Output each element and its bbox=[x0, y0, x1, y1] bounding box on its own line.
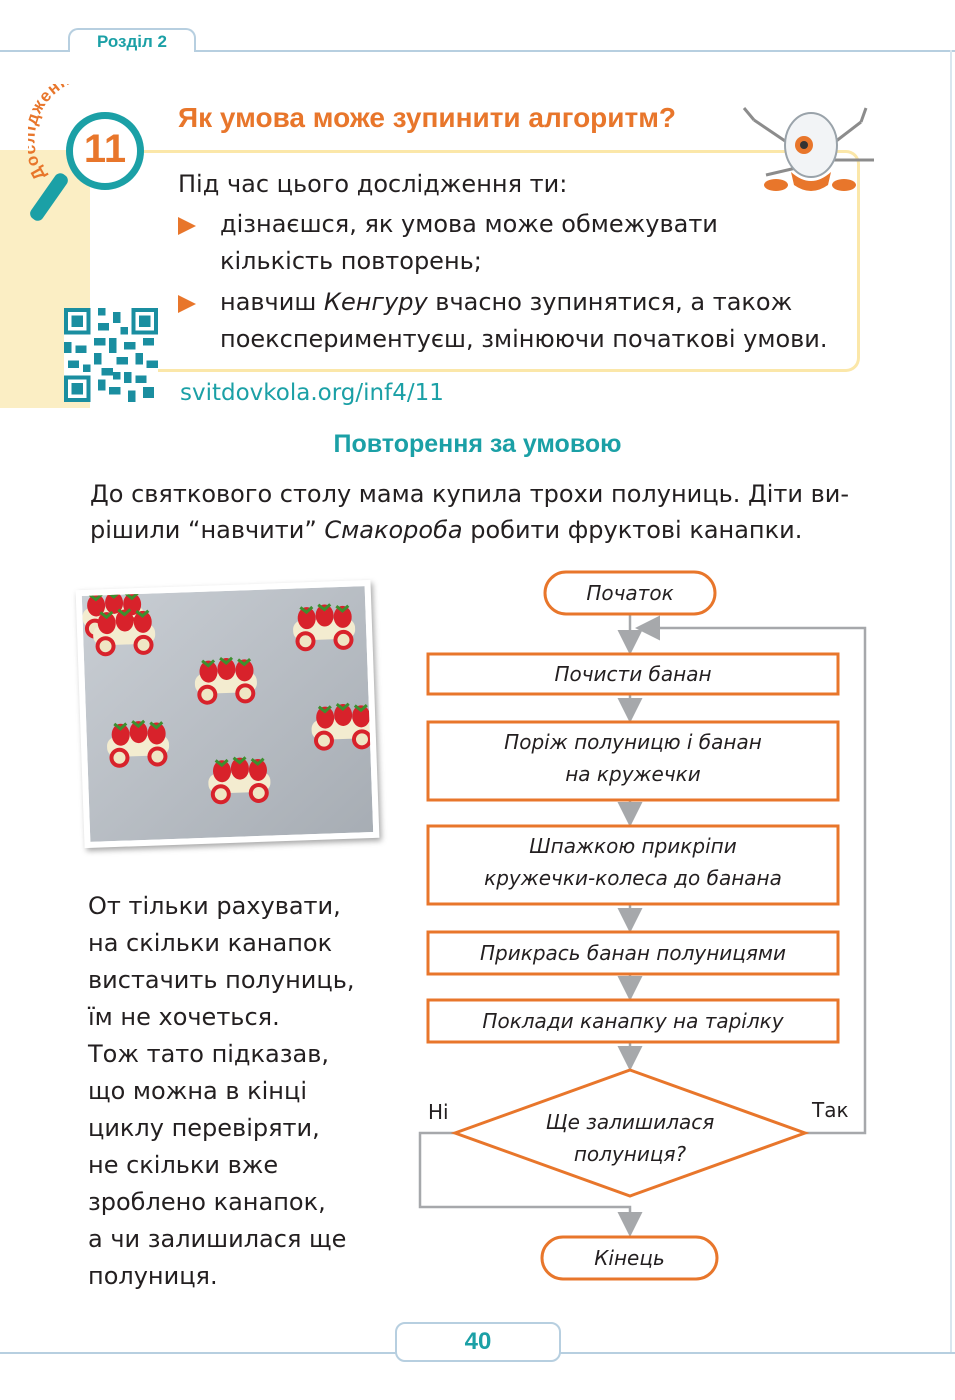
bullet-1-line-2: кількість повторень; bbox=[220, 247, 482, 275]
qr-code-icon[interactable] bbox=[64, 308, 158, 402]
bullet-2-line-2: поекспериментуєш, змінюючи початкові умо… bbox=[220, 325, 828, 353]
bullet-1-line-1: дізнаєшся, як умова може обмежувати bbox=[220, 210, 718, 238]
step-decorate bbox=[426, 930, 840, 976]
step-slice bbox=[426, 720, 840, 802]
header-rule bbox=[0, 50, 955, 52]
decision-line-2: полуниця? bbox=[573, 1142, 687, 1166]
flowchart-shapes bbox=[418, 570, 867, 1281]
bullet-2-line-1: навчиш Кенгуру вчасно зупинятися, а тако… bbox=[220, 288, 793, 316]
page-number-tab: 40 bbox=[395, 1322, 561, 1362]
decision-line-1: Ще залишилася bbox=[545, 1110, 715, 1134]
research-title: Як умова може зупинити алгоритм? bbox=[178, 102, 677, 133]
side-text-line: вистачить полуниць, bbox=[88, 966, 355, 994]
flowchart-no-label: Ні bbox=[428, 1100, 449, 1124]
flowchart-yes-label: Так bbox=[812, 1098, 849, 1122]
flowchart-start: Початок bbox=[586, 581, 674, 605]
section-subtitle: Повторення за умовою bbox=[333, 430, 622, 458]
side-text-line: полуниця. bbox=[88, 1262, 218, 1290]
side-text-line: зроблено канапок, bbox=[88, 1188, 326, 1216]
side-text-line: на скільки канапок bbox=[88, 929, 333, 957]
decision-node bbox=[450, 1068, 810, 1198]
flowchart-step-2: Поріж полуницю і банан на кружечки bbox=[428, 726, 838, 790]
right-rule bbox=[950, 50, 952, 1352]
side-text-line: не скільки вже bbox=[88, 1151, 279, 1179]
section-label: Розділ 2 bbox=[96, 32, 168, 51]
flowchart-step-5: Поклади канапку на тарілку bbox=[482, 1009, 784, 1033]
flowchart-decision: Ще залишилася полуниця? bbox=[480, 1106, 780, 1170]
section-tab: Розділ 2 bbox=[68, 28, 196, 52]
paragraph-line-2: рішили “навчити” Смакороба робити фрукто… bbox=[90, 516, 803, 544]
research-box bbox=[90, 150, 860, 372]
side-text-line: циклу перевіряти, bbox=[88, 1114, 320, 1142]
flowchart-end: Кінець bbox=[594, 1246, 665, 1270]
step-2-line-1: Поріж полуницю і банан bbox=[504, 730, 762, 754]
step-peel bbox=[426, 652, 840, 696]
canape-photo bbox=[75, 579, 380, 849]
side-text-line: що можна в кінці bbox=[88, 1077, 307, 1105]
side-text-line: От тільки рахувати, bbox=[88, 892, 341, 920]
paragraph-line-1: До святкового столу мама купила трохи по… bbox=[90, 480, 849, 508]
bullet-arrow-icon bbox=[178, 295, 196, 313]
research-arc-label: Дослідження bbox=[28, 84, 83, 184]
side-text: От тільки рахувати, на скільки канапок в… bbox=[88, 888, 354, 1295]
robot-name: Смакороба bbox=[324, 516, 463, 544]
side-text-line: а чи залишилася ще bbox=[88, 1225, 347, 1253]
step-attach bbox=[426, 824, 840, 906]
page-number: 40 bbox=[464, 1328, 492, 1355]
step-3-line-2: кружечки-колеса до банана bbox=[484, 866, 782, 890]
magnifier-icon: 11 bbox=[66, 112, 144, 190]
step-2-line-2: на кружечки bbox=[565, 762, 701, 786]
end-node bbox=[540, 1235, 719, 1281]
robot-illustration bbox=[742, 107, 874, 191]
flowchart: Початок Почисти банан Поріж полуницю і б… bbox=[400, 560, 900, 1300]
side-text-line: Тож тато підказав, bbox=[88, 1040, 329, 1068]
start-node bbox=[543, 570, 717, 616]
flowchart-step-3: Шпажкою прикріпи кружечки-колеса до бана… bbox=[428, 830, 838, 894]
flowchart-step-1: Почисти банан bbox=[554, 662, 712, 686]
research-intro: Під час цього дослідження ти: bbox=[178, 170, 568, 198]
bullet-arrow-icon bbox=[178, 217, 196, 235]
svg-text:Дослідження: Дослідження bbox=[28, 84, 83, 184]
side-text-line: їм не хочеться. bbox=[88, 1003, 280, 1031]
flowchart-step-4: Прикрась банан полуницями bbox=[480, 941, 786, 965]
research-number: 11 bbox=[83, 127, 127, 171]
resource-link[interactable]: svitdovkola.org/inf4/11 bbox=[180, 380, 444, 406]
step-3-line-1: Шпажкою прикріпи bbox=[529, 834, 737, 858]
kangaroo-name: Кенгуру bbox=[323, 288, 428, 316]
step-plate bbox=[426, 998, 840, 1044]
canape-photo-image bbox=[81, 586, 374, 842]
